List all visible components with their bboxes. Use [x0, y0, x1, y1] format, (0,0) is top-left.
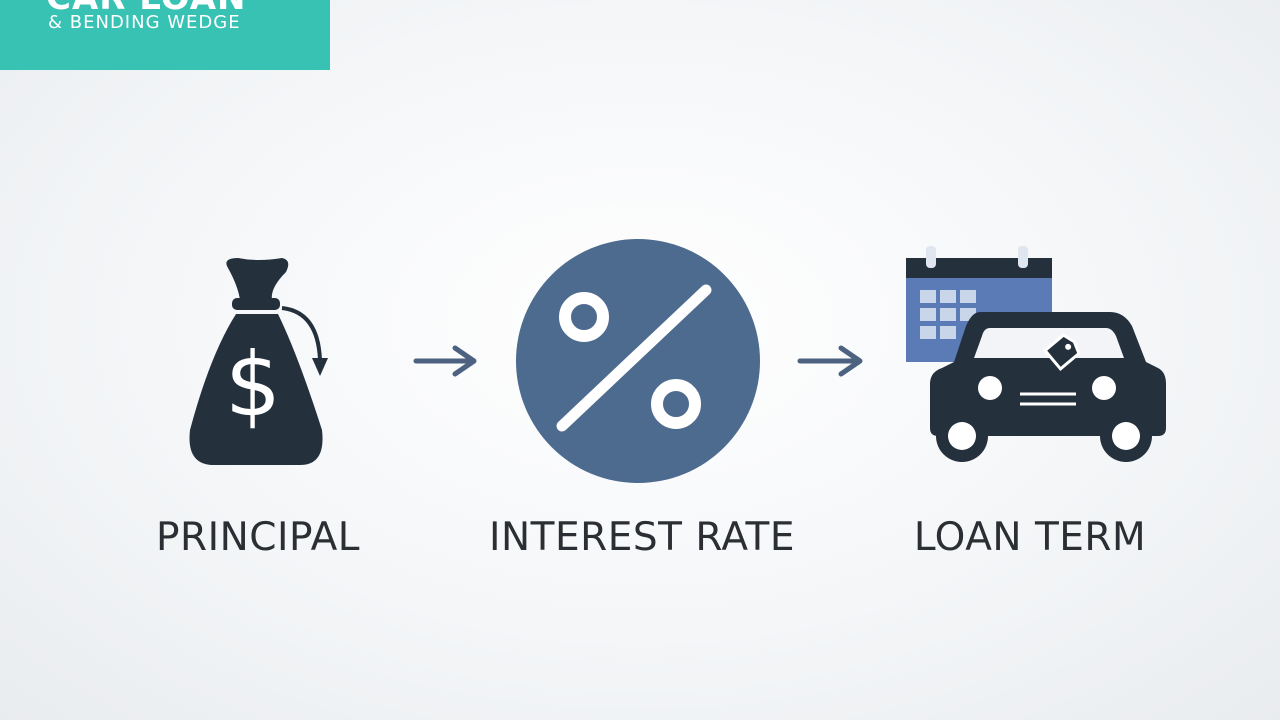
price-tag-icon	[1042, 333, 1081, 372]
svg-text:$: $	[225, 333, 281, 436]
arrow-right-icon	[797, 345, 863, 377]
arrow-right-icon	[413, 345, 477, 377]
label-principal: PRINCIPAL	[156, 515, 360, 560]
header-banner: CAR LOAN & BENDING WEDGE	[0, 0, 330, 70]
car-icon	[930, 312, 1166, 462]
label-loan-term: LOAN TERM	[913, 515, 1147, 560]
percent-icon	[516, 239, 760, 483]
header-subtitle: & BENDING WEDGE	[48, 12, 241, 33]
header-banner-background	[0, 0, 330, 70]
label-interest-rate: INTEREST RATE	[489, 515, 795, 560]
money-bag-icon: $	[189, 258, 328, 465]
header-title: CAR LOAN	[46, 0, 247, 18]
